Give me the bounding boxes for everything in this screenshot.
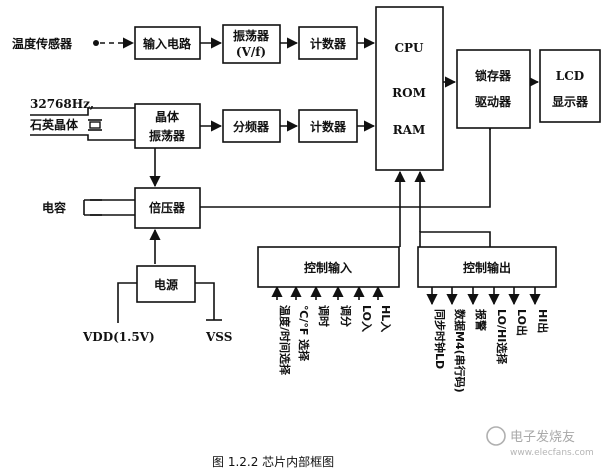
watermark-text: 电子发烧友 [510,429,575,445]
counter-1-label: 计数器 [310,36,347,51]
crystal-note: 石英晶体 [29,117,79,132]
output-signal-sync-clock: 同步时钟LD [433,309,447,369]
output-signal-data-m4: 数据M4(串行码) [453,309,467,393]
counter-2-block: 计数器 [298,109,358,143]
lcd-display-block: LCD 显示器 [539,49,601,123]
latch-driver-block: 锁存器 驱动器 [456,49,531,129]
watermark-logo-icon [486,426,506,446]
input-signal-lo-in: LO入 [360,305,373,332]
power-label: 电源 [154,277,178,292]
crystal-frequency-note: 32768Hz, [30,97,94,111]
cpu-label: CPU [394,41,424,55]
ram-label: RAM [393,123,426,137]
output-signal-alarm: 报警 [474,309,488,331]
output-signal-hi-out: HI出 [536,309,550,333]
input-signal-set-hour: 调时 [317,305,331,327]
divider-block: 分频器 [222,109,281,143]
control-input-block: 控制输入 [257,246,400,288]
voltage-multiplier-block: 倍压器 [134,187,201,229]
control-output-block: 控制输出 [417,246,557,288]
crystal-osc-sublabel: 振荡器 [149,128,186,143]
crystal-oscillator-block: 晶体 振荡器 [134,103,201,149]
lcd-label: LCD [556,69,584,83]
input-signal-set-minute: 调分 [339,305,353,327]
crystal-osc-label: 晶体 [155,109,180,124]
control-input-label: 控制输入 [304,260,352,275]
figure-caption: 图 1.2.2 芯片内部框图 [212,454,334,469]
input-signal-temp-time: 温度/时间选择 [278,305,292,376]
temp-sensor-label: 温度传感器 [12,36,73,51]
cpu-block: CPU ROM RAM [375,6,444,171]
capacitor-icon [83,199,102,216]
watermark: 电子发烧友 www.elecfans.com [486,426,594,458]
multiplier-label: 倍压器 [149,200,186,215]
vf-oscillator-block: 振荡器 (V/f) [222,24,281,64]
vdd-label: VDD(1.5V) [82,330,155,344]
output-signal-lo-hi-select: LO/HI选择 [495,309,509,365]
input-circuit-label: 输入电路 [143,36,192,51]
counter-1-block: 计数器 [298,26,358,60]
input-signal-hl-in: HL入 [379,305,392,332]
control-output-signals: 同步时钟LD 数据M4(串行码) 报警 LO/HI选择 LO出 HI出 [433,309,550,393]
vss-label: VSS [205,330,232,344]
driver-label: 驱动器 [475,95,512,109]
counter-2-label: 计数器 [310,119,347,134]
vf-oscillator-label: 振荡器 [233,28,270,43]
latch-label: 锁存器 [475,68,512,83]
input-signal-c-f: ℃/°F 选择 [297,305,311,362]
input-circuit-block: 输入电路 [134,26,201,60]
display-label: 显示器 [552,95,589,109]
crystal-icon [88,119,102,131]
output-signal-lo-out: LO出 [515,309,529,336]
power-block: 电源 [136,265,196,303]
control-output-label: 控制输出 [463,260,511,275]
watermark-url: www.elecfans.com [510,448,594,458]
sensor-terminal [93,40,99,46]
capacitor-label: 电容 [42,200,66,215]
rom-label: ROM [392,86,426,100]
divider-label: 分频器 [233,119,270,134]
vf-oscillator-sublabel: (V/f) [236,45,266,59]
control-input-signals: 温度/时间选择 ℃/°F 选择 调时 调分 LO入 HL入 [278,305,392,376]
